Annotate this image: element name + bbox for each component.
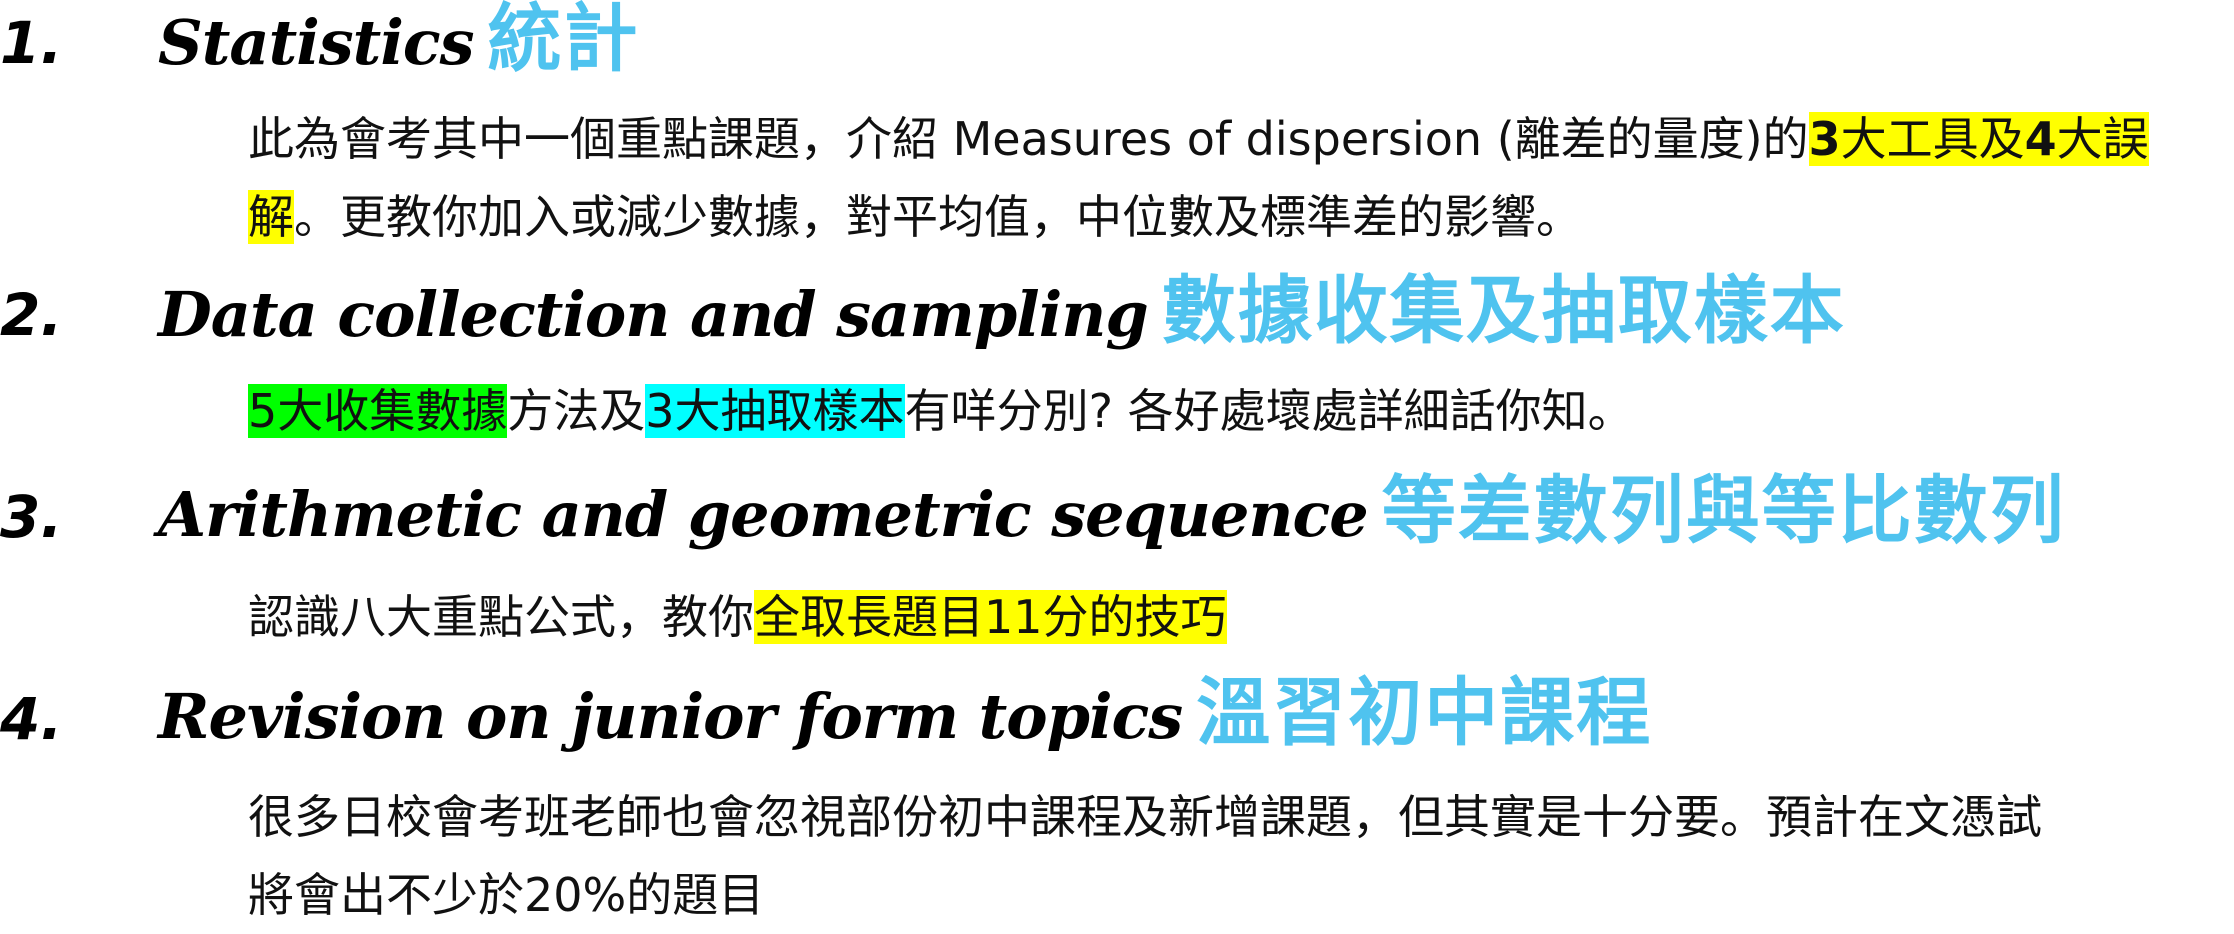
topic-1-text: 此為會考其中一個重點課題，介紹 Measures of dispersion (… (248, 112, 1809, 166)
topic-3-description: 認識八大重點公式，教你全取長題目11分的技巧 (248, 578, 2234, 656)
topic-3-title-en: Arithmetic and geometric sequence (158, 478, 1369, 551)
topic-2-title-zh: 數據收集及抽取樣本 (1161, 268, 1846, 354)
topic-1-description: 此為會考其中一個重點課題，介紹 Measures of dispersion (… (248, 100, 2234, 256)
topic-3-highlight-technique: 全取長題目11分的技巧 (754, 590, 1227, 644)
topic-1-text-2: 。更教你加入或減少數據，對平均值，中位數及標準差的影響。 (294, 190, 1582, 244)
topic-1-line-1: 此為會考其中一個重點課題，介紹 Measures of dispersion (… (248, 100, 2234, 178)
topic-3-text: 認識八大重點公式，教你 (248, 590, 754, 644)
topic-1-title-zh: 統計 (487, 0, 640, 82)
topic-1-line-2: 解。更教你加入或減少數據，對平均值，中位數及標準差的影響。 (248, 178, 2234, 256)
topic-4-line-1: 很多日校會考班老師也會忽視部份初中課程及新增課題，但其實是十分要。預計在文憑試 (248, 790, 2042, 844)
topic-1-highlight-tools: 3大工具及4大誤 (1808, 112, 2149, 166)
topic-1-number: 1. (0, 9, 63, 77)
topic-2-highlight-sampling: 3大抽取樣本 (645, 384, 905, 438)
topic-3-line-1: 認識八大重點公式，教你全取長題目11分的技巧 (248, 578, 2234, 656)
topic-4-title-zh: 溫習初中課程 (1196, 670, 1653, 756)
topic-3-title-zh: 等差數列與等比數列 (1381, 468, 2066, 554)
topic-4-line-2: 將會出不少於20%的題目 (248, 868, 765, 922)
topic-2-text: 方法及 (507, 384, 646, 438)
topic-3-number: 3. (0, 483, 63, 551)
topic-2-highlight-collection: 5大收集數據 (248, 384, 508, 438)
topic-2-line-1: 5大收集數據方法及3大抽取樣本有咩分別? 各好處壞處詳細話你知。 (248, 372, 2234, 450)
topic-1-highlight-misconceptions: 解 (248, 190, 294, 244)
topic-1-title-en: Statistics (158, 6, 475, 79)
topic-2-text-2: 有咩分別? 各好處壞處詳細話你知。 (904, 384, 1634, 438)
topic-4-title-en: Revision on junior form topics (158, 680, 1183, 753)
topic-2-description: 5大收集數據方法及3大抽取樣本有咩分別? 各好處壞處詳細話你知。 (248, 372, 2234, 450)
topic-4-description: 很多日校會考班老師也會忽視部份初中課程及新增課題，但其實是十分要。預計在文憑試 … (248, 778, 2234, 934)
topic-4-number: 4. (0, 685, 63, 753)
topic-2-title-en: Data collection and sampling (158, 278, 1149, 351)
topic-2-number: 2. (0, 281, 63, 349)
